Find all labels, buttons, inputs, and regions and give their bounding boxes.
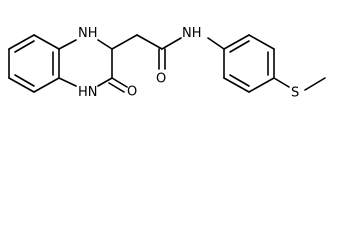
bond — [223, 34, 250, 50]
double-bond-inner — [229, 74, 250, 87]
bond — [248, 77, 275, 93]
atom-label-amide-nitrogen: NH — [182, 26, 202, 41]
chemical-structure: NH HN O O NH S — [8, 26, 326, 101]
bond — [207, 37, 225, 50]
bond — [8, 77, 35, 93]
bond — [136, 34, 163, 50]
bond — [97, 77, 113, 87]
bond — [33, 34, 60, 50]
piperazinone-ring — [58, 39, 128, 93]
atom-label-n4: HN — [78, 85, 98, 100]
bond — [33, 77, 60, 93]
benzene-ring-right — [223, 34, 275, 93]
bond — [161, 37, 182, 50]
bond — [58, 39, 77, 50]
double-bond-inner — [14, 40, 35, 53]
bond — [304, 77, 326, 91]
amide-side-chain — [111, 34, 225, 70]
bond — [108, 82, 125, 93]
bond — [273, 77, 290, 88]
double-bond-inner — [229, 40, 250, 53]
bond — [111, 34, 138, 50]
bond — [58, 77, 77, 87]
atom-label-sulfur: S — [291, 86, 299, 101]
atom-label-n1: NH — [78, 26, 98, 41]
atom-label-amide-oxygen: O — [156, 72, 166, 87]
bond — [223, 77, 250, 93]
bond — [248, 34, 275, 50]
bond — [97, 39, 113, 50]
bond — [8, 34, 35, 50]
bond — [111, 77, 128, 88]
benzene-ring-left — [8, 34, 60, 93]
double-bond-inner — [14, 74, 35, 87]
methylthio-group — [273, 77, 326, 91]
atom-label-ring-oxygen: O — [127, 85, 137, 100]
